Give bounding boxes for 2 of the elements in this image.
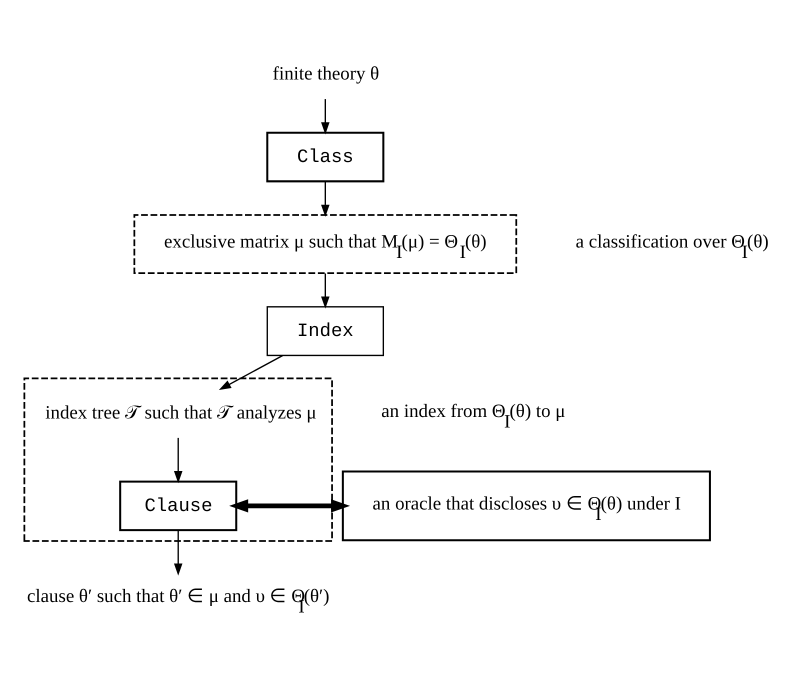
node-text: index tree 𝒯 such that 𝒯 analyzes μ (45, 402, 317, 424)
node-text: finite theory θ (272, 64, 380, 85)
